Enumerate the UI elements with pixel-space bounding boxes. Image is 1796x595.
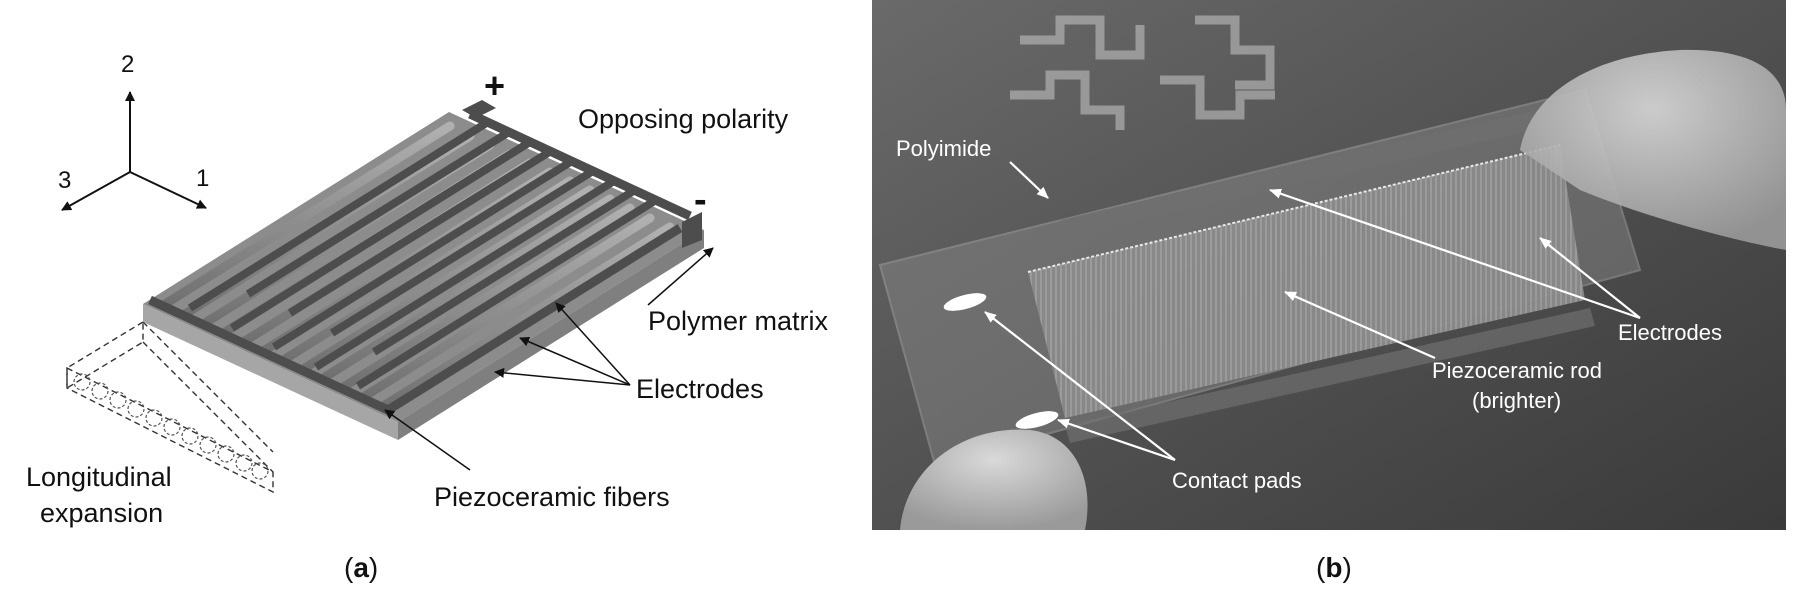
caption-a-letter: a: [353, 552, 369, 583]
piezo-rod: [1028, 145, 1585, 418]
caption-b-letter: b: [1325, 552, 1343, 583]
electrode-strip-bottom: [1065, 308, 1595, 443]
minus-sign: -: [694, 179, 707, 221]
panel-a: [61, 91, 714, 494]
finger-bottom: [900, 429, 1088, 530]
label-longitudinal: Longitudinal: [26, 462, 172, 492]
axis-triad: [61, 91, 207, 211]
background-pattern: [1010, 15, 1275, 130]
label-piezoceramic-fibers: Piezoceramic fibers: [434, 482, 670, 512]
label-electrodes-a: Electrodes: [636, 374, 764, 404]
axis-label-1: 1: [196, 165, 209, 192]
leader-lines-b: [984, 161, 1641, 462]
label-electrodes-b: Electrodes: [1618, 320, 1722, 345]
label-expansion: expansion: [40, 498, 163, 528]
label-polymer-matrix: Polymer matrix: [648, 306, 829, 336]
rod-top-edge: [1027, 144, 1561, 273]
panel-b-photo: [872, 0, 1786, 530]
caption-b: (b): [1316, 552, 1352, 583]
label-piezoceramic-rod: Piezoceramic rod: [1432, 358, 1602, 383]
plus-sign: +: [484, 65, 505, 106]
label-contact-pads: Contact pads: [1172, 468, 1302, 493]
label-polyimide: Polyimide: [896, 136, 991, 161]
contact-pad-1: [943, 293, 987, 311]
finger-top-right: [1520, 49, 1786, 251]
label-brighter: (brighter): [1472, 388, 1561, 413]
caption-a: (a): [344, 552, 379, 583]
contact-pad-2: [1015, 411, 1059, 429]
expansion-outline: [66, 320, 274, 494]
axis-label-3: 3: [58, 167, 71, 194]
electrode-fingers: [187, 118, 659, 390]
expansion-circles: [73, 373, 269, 480]
leader-lines-a: [384, 247, 714, 471]
electrode-strip-top: [1060, 100, 1585, 238]
actuator-plate: [143, 100, 704, 440]
label-opposing-polarity: Opposing polarity: [578, 104, 789, 134]
axis-label-2: 2: [121, 51, 134, 78]
